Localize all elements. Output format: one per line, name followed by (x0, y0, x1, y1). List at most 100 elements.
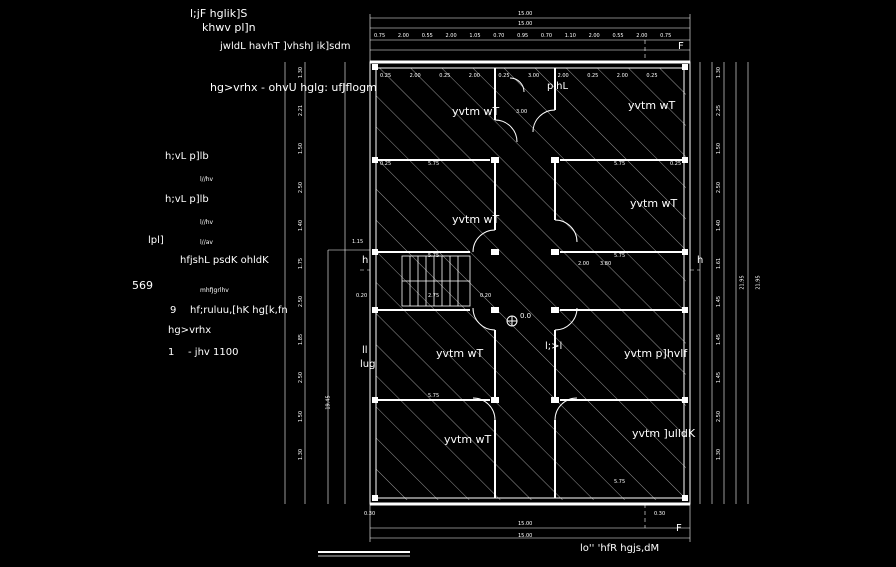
top-center-label: plhL (547, 81, 569, 92)
dimension-value: 2.00 (445, 33, 457, 39)
dimension-value: 1.61 (716, 257, 723, 269)
dimension-value: 0.25 (439, 73, 451, 79)
dimension-value: 5.75 (614, 479, 626, 485)
dimension-value: 1.85 (298, 334, 305, 346)
columns (372, 64, 688, 501)
legend-number-569: 569 (132, 279, 153, 292)
scale-left: 1 (168, 347, 175, 358)
dimension-value: 0.20 (480, 293, 492, 299)
dimension-value: 3.00 (528, 73, 540, 79)
section-f-bottom: F (676, 523, 682, 534)
dimension-lines-right (699, 62, 749, 504)
room-label: yvtm wT (630, 197, 678, 210)
dimension-value: 2.00 (616, 73, 628, 79)
dimension-value: 5.75 (428, 393, 440, 399)
dimension-value: 1.30 (716, 66, 723, 79)
dimension-value: 5.75 (428, 161, 440, 167)
outer-walls (369, 60, 691, 506)
room-label: yvtm wT (452, 213, 500, 226)
legend-item-6: hg>vrhx (168, 325, 212, 336)
dimension-value: 0.25 (646, 73, 658, 79)
room-label: yvtm p]hvlf (624, 347, 688, 360)
legend-item-3: lpl] (148, 235, 164, 246)
dimension-value: 2.75 (428, 293, 440, 299)
dimension-value: 1.45 (716, 296, 723, 308)
dimension-value: 2.21 (298, 105, 305, 117)
lobby-label: l;>l (545, 341, 563, 352)
dimension-value: 3.00 (516, 109, 528, 115)
dimension-value: 2.50 (716, 410, 723, 422)
dimension-value: 1.30 (298, 66, 305, 79)
dimension-value: 2.00 (588, 33, 600, 39)
legend-number-9: 9 (170, 305, 177, 316)
dimension-value: 2.50 (298, 296, 305, 308)
dimension-value: 1.75 (298, 257, 305, 269)
legend-item-5: hf;ruluu,[hK hg[k,fn (190, 305, 288, 316)
stair (401, 255, 471, 307)
room-label: yvtm ]ulldK (632, 427, 696, 440)
stair-label-1: ll (362, 345, 368, 356)
dimension-value: 2.00 (409, 73, 421, 79)
dimension-value: 0.30 (654, 511, 666, 517)
legend-item-1-sub: l//hv (200, 176, 214, 183)
legend-subtitle: jwldL havhT ]vhshJ ik]sdm (220, 41, 351, 52)
dimension-value: 0.70 (493, 33, 505, 39)
dimension-value: 1.45 (716, 334, 723, 346)
dim-left-total: 19.45 (325, 395, 332, 410)
dimension-value: 2.25 (716, 105, 723, 117)
dimension-value: 0.55 (421, 33, 433, 39)
legend-key-line: hg>vrhx - ohvU hglg: ufJflogm (210, 81, 377, 94)
interior-walls (376, 68, 684, 498)
dimension-value: 2.00 (636, 33, 648, 39)
dimension-lines-left (284, 62, 370, 504)
dimension-value: 2.50 (716, 181, 723, 193)
dimension-value: 2.00 (468, 73, 480, 79)
legend-item-1: h;vL p]lb (165, 151, 209, 162)
building-hatch (376, 68, 686, 500)
dimension-value: 1.10 (564, 33, 576, 39)
level-marker (506, 315, 518, 327)
room-label: yvtm wT (444, 433, 492, 446)
scale-bar (318, 551, 410, 557)
legend-item-2-sub: l//hv (200, 219, 214, 226)
dimension-value: 1.40 (298, 219, 305, 231)
dim-right-total-2: 21.95 (739, 275, 746, 290)
dimension-value: 2.50 (298, 372, 305, 384)
stair-label-2: lug (360, 359, 376, 370)
dimension-value: 1.30 (716, 448, 723, 460)
dimension-lines-top (369, 14, 691, 62)
dimension-value: 0.95 (517, 33, 529, 39)
dimension-value: 1.50 (298, 143, 305, 155)
dimension-value: 0.25 (380, 73, 392, 79)
section-h-left: h (362, 255, 369, 266)
dimension-value: 0.25 (670, 161, 682, 167)
dimension-value: 2.00 (557, 73, 569, 79)
bottom-caption: lo'' 'hfR hgjs,dM (580, 543, 660, 554)
dimension-value: 0.55 (612, 33, 624, 39)
dimension-value: 2.00 (397, 33, 409, 39)
section-f-top: F (678, 41, 684, 52)
dimension-value: 0.70 (540, 33, 553, 39)
level-label: 0.0 (520, 312, 532, 320)
legend-title-2: khwv pl]n (202, 21, 256, 34)
dimension-value: 1.50 (298, 410, 305, 422)
dimension-value: 1.40 (716, 219, 723, 231)
legend-item-2: h;vL p]lb (165, 194, 209, 205)
room-label: yvtm wT (628, 99, 676, 112)
dimension-value: 2.50 (298, 181, 305, 193)
legend-item-3-sub: l//av (200, 239, 213, 246)
legend-item-4-sub: mhfJgrlhv (200, 287, 229, 294)
dimension-value: 0.20 (356, 293, 368, 299)
dimension-value: 0.75 (660, 33, 672, 39)
dimension-value: 0.25 (380, 161, 392, 167)
scale-right: - jhv 1100 (188, 347, 239, 358)
dimension-value: 0.30 (364, 511, 376, 517)
dimension-value: 0.25 (587, 73, 599, 79)
dimension-value: 5.75 (428, 253, 440, 259)
dim-top-total-2: 15.00 (518, 21, 533, 27)
dimension-value: 2.00 (578, 261, 590, 267)
dimension-value: 0.25 (498, 73, 510, 79)
dimension-lines-bottom (369, 504, 691, 542)
dimension-value: 1.50 (716, 143, 723, 155)
door-swings (472, 77, 578, 421)
